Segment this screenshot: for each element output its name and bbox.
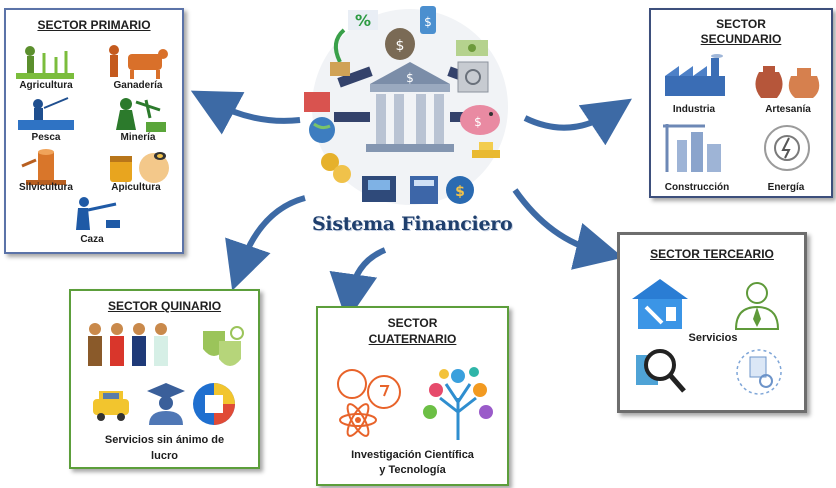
globe-icon: [309, 117, 335, 143]
svg-text:$: $: [396, 38, 405, 54]
safe-icon: [457, 61, 489, 93]
label-construccion: Construcción: [664, 182, 730, 193]
currency-exchange-icon: $: [446, 176, 474, 204]
energy-icon: [759, 122, 815, 176]
cart-icon: [304, 92, 330, 112]
cuaternario-desc-2: y Tecnología: [379, 464, 446, 476]
factory-icon: [665, 54, 725, 98]
calculator-icon: [410, 176, 438, 204]
theatre-masks-icon: [197, 325, 247, 371]
svg-text:$: $: [474, 115, 482, 129]
research-magnifier-icon: [630, 343, 690, 399]
sector-quinario-title: SECTOR QUINARIO: [107, 299, 222, 313]
label-servicios: Servicios: [688, 332, 738, 344]
label-agricultura: Agricultura: [19, 80, 73, 91]
sector-terceario-title: SECTOR TERCEARIO: [650, 247, 774, 261]
label-caza: Caza: [80, 234, 104, 245]
quinario-desc-2: lucro: [151, 450, 178, 462]
sector-primario-title: SECTOR PRIMARIO: [37, 18, 151, 32]
label-energia: Energía: [767, 182, 805, 193]
home-services-icon: [632, 277, 688, 331]
sector-terceario-box: SECTOR TERCEARIO Servicios: [617, 232, 807, 413]
sector-secundario-title-1: SECTOR: [716, 17, 766, 31]
beekeeping-icon: [104, 146, 174, 186]
label-mineria: Minería: [120, 132, 156, 143]
svg-text:%: %: [355, 11, 371, 30]
label-silvicultura: Silvicultura: [19, 182, 73, 193]
sector-cuaternario-title-1: SECTOR: [387, 316, 438, 330]
science-ideas-icon: [326, 362, 412, 442]
svg-text:$: $: [406, 71, 414, 85]
arrow-to-quinario: [225, 195, 306, 291]
graduate-icon: [143, 381, 189, 425]
financial-system-cluster: $ % $ $ $ $: [300, 2, 520, 212]
taxi-icon: [89, 387, 133, 423]
label-industria: Industria: [672, 104, 716, 115]
arrow-to-cuaternario: [329, 247, 387, 322]
coins-hand-icon: [321, 153, 351, 183]
cuaternario-desc-1: Investigación Científica: [351, 449, 474, 461]
sector-quinario-box: SECTOR QUINARIO Servicios sin ánimo de l…: [69, 289, 260, 469]
phone-icon: $: [420, 6, 436, 34]
sector-secundario-box: SECTOR SECUNDARIO Industria Artesanía Co…: [649, 8, 833, 198]
professional-icon: [732, 279, 782, 331]
fishing-icon: [18, 96, 74, 132]
sector-cuaternario-title-2: CUATERNARIO: [368, 332, 457, 346]
agriculture-icon: [16, 43, 74, 81]
technology-tree-icon: [416, 362, 500, 442]
arrow-to-terceario: [512, 188, 624, 270]
gold-bars-icon: [472, 142, 500, 158]
sector-cuaternario-box: SECTOR CUATERNARIO Investigación Científ…: [316, 306, 509, 486]
svg-text:$: $: [424, 15, 432, 29]
construction-icon: [661, 120, 731, 174]
hunting-icon: [66, 196, 124, 232]
arrow-to-primario: [190, 90, 301, 135]
banknote-icon: [456, 40, 488, 56]
sector-primario-box: SECTOR PRIMARIO Agricultura Ganadería Pe…: [4, 8, 184, 254]
quinario-desc-1: Servicios sin ánimo de: [104, 434, 225, 446]
money-bag-icon: $: [385, 28, 415, 60]
livestock-icon: [104, 42, 168, 80]
document-gears-icon: [734, 347, 784, 397]
public-servants-icon: [83, 321, 177, 371]
pottery-icon: [751, 56, 827, 100]
forestry-icon: [18, 146, 74, 186]
label-apicultura: Apicultura: [111, 182, 161, 193]
atm-icon: [362, 176, 396, 202]
svg-text:$: $: [455, 184, 465, 200]
sector-secundario-title-2: SECUNDARIO: [700, 32, 782, 46]
plant-coin-icon: [330, 28, 350, 76]
label-ganaderia: Ganadería: [113, 80, 163, 91]
mining-icon: [106, 96, 168, 134]
social-services-icon: [191, 381, 237, 427]
label-pesca: Pesca: [31, 132, 61, 143]
percent-icon: %: [348, 10, 378, 30]
center-title: Sistema Financiero: [312, 213, 513, 235]
bank-icon: $: [366, 62, 454, 152]
piggy-bank-icon: $: [460, 105, 500, 135]
arrow-to-secundario: [523, 98, 632, 146]
label-artesania: Artesanía: [765, 104, 811, 115]
